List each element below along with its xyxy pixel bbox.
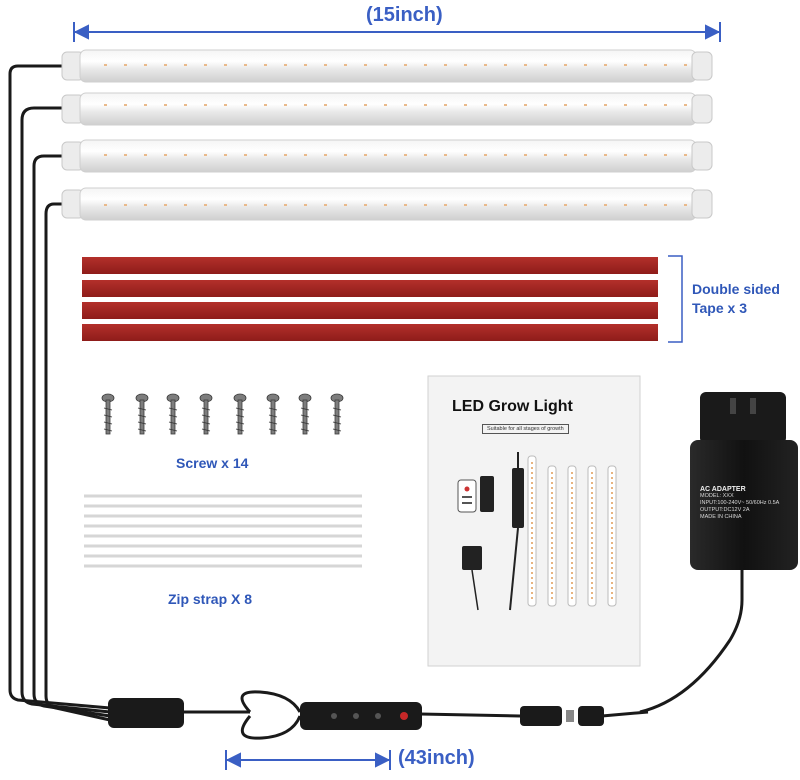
ac-adapter xyxy=(639,392,798,714)
manual-subtitle: Suitable for all stages of growth xyxy=(482,424,569,434)
adapter-label-line: OUTPUT:DC12V 2A xyxy=(700,507,750,513)
light-bar xyxy=(61,92,713,126)
light-bars xyxy=(61,49,713,221)
manual-title: LED Grow Light xyxy=(452,398,573,415)
tape-label-line2: Tape x 3 xyxy=(692,300,747,316)
tape-strip xyxy=(82,280,658,297)
screw xyxy=(166,393,180,435)
screws xyxy=(101,393,344,435)
light-bar xyxy=(61,49,713,83)
screw xyxy=(135,393,149,435)
zip-strap-label: Zip strap X 8 xyxy=(168,591,253,607)
adapter-label-line: MADE IN CHINA xyxy=(700,514,742,520)
splitter xyxy=(108,698,184,728)
zip-straps xyxy=(84,494,362,568)
cable-length-arrow xyxy=(225,750,391,770)
adapter-label-line: MODEL: XXX xyxy=(700,493,734,499)
tape-strips xyxy=(82,257,658,341)
screw xyxy=(330,393,344,435)
manual-booklet xyxy=(427,375,641,667)
inline-switch xyxy=(300,702,422,730)
light-bar xyxy=(61,139,713,173)
screw-label: Screw x 14 xyxy=(176,455,249,471)
dc-connector xyxy=(520,706,604,726)
screw xyxy=(101,393,115,435)
tape-strip xyxy=(82,302,658,319)
screw xyxy=(199,393,213,435)
screw xyxy=(298,393,312,435)
bottom-cables xyxy=(180,690,649,740)
tape-strip xyxy=(82,257,658,274)
screw xyxy=(233,393,247,435)
tape-label-line1: Double sided xyxy=(692,281,780,297)
adapter-label-line: INPUT:100-240V~ 50/60Hz 0.5A xyxy=(700,500,780,506)
screw xyxy=(266,393,280,435)
bar-length-label: (15inch) xyxy=(366,4,443,26)
tape-bracket xyxy=(668,255,683,343)
adapter-label: AC ADAPTER MODEL: XXX INPUT:100-240V~ 50… xyxy=(700,486,792,521)
cable-length-label: (43inch) xyxy=(398,747,475,769)
tape-strip xyxy=(82,324,658,341)
light-bar xyxy=(61,187,713,221)
bar-length-arrow xyxy=(73,22,721,42)
bar-cables xyxy=(8,64,111,722)
adapter-label-title: AC ADAPTER xyxy=(700,486,746,493)
